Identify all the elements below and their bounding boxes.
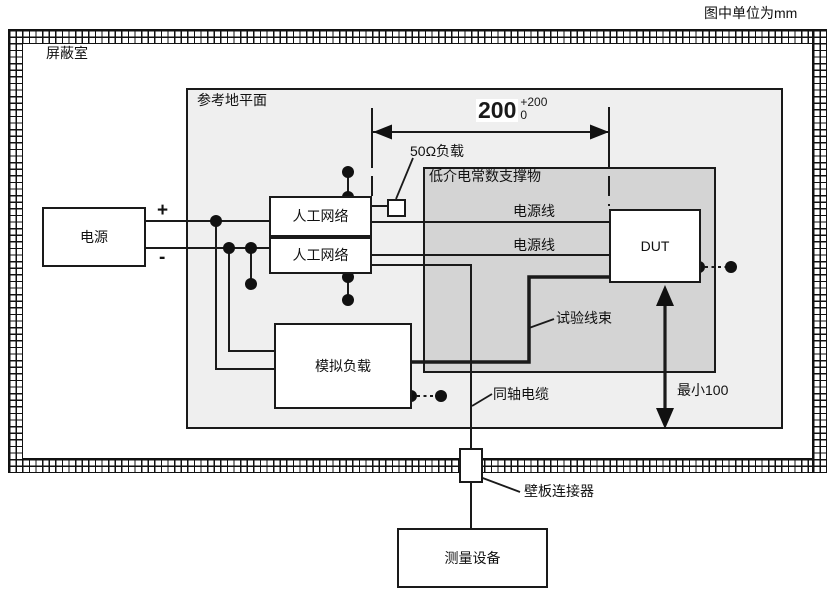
power-line-top-label: 电源线 — [513, 203, 555, 219]
bond-dot — [435, 390, 447, 402]
shield-room-wall-right — [812, 29, 827, 473]
junction-dot — [223, 242, 235, 254]
min-height-label: 最小100 — [677, 382, 729, 398]
artificial-network-top-box: 人工网络 — [269, 196, 372, 237]
pointer-50ohm — [395, 157, 414, 200]
shield-room-wall-bottom — [8, 458, 827, 473]
dimension-upper-tolerance: +200 — [520, 95, 548, 109]
minus-sign: - — [159, 247, 166, 268]
bond-dot — [245, 242, 257, 254]
test-harness-line — [411, 275, 610, 364]
shield-room-label: 屏蔽室 — [46, 45, 88, 61]
power-supply-box: 电源 — [42, 207, 146, 267]
dimension-arrowhead-left — [373, 124, 392, 140]
simulated-load-box: 模拟负载 — [274, 323, 412, 409]
dimension-arrowhead-right — [590, 124, 609, 140]
power-supply-label: 电源 — [80, 228, 108, 245]
bond-dot — [342, 166, 354, 178]
measuring-equipment-box: 测量设备 — [397, 528, 548, 588]
bond-dot — [245, 278, 257, 290]
wire-plus-drop — [215, 221, 277, 370]
artificial-network-bottom-box: 人工网络 — [269, 237, 372, 274]
measuring-equipment-label: 测量设备 — [444, 549, 501, 566]
plus-sign: + — [157, 200, 169, 221]
pointer-test-harness — [528, 318, 555, 329]
support-label: 低介电常数支撑物 — [429, 168, 541, 184]
bulkhead-connector-box — [459, 448, 483, 483]
load-50ohm-label: 50Ω负载 — [410, 143, 465, 159]
bond-dot — [342, 294, 354, 306]
bond-dot — [342, 271, 354, 283]
bulkhead-connector-label: 壁板连接器 — [524, 483, 594, 499]
artificial-network-bottom-label: 人工网络 — [292, 247, 349, 264]
dimension-value: 200 — [476, 97, 519, 123]
units-note: 图中单位为mm — [704, 5, 798, 21]
dut-label: DUT — [640, 237, 670, 254]
ground-plane-label: 参考地平面 — [197, 92, 267, 108]
dimension-tolerance: +200 0 — [520, 96, 547, 121]
coax-cable-line — [371, 264, 472, 528]
test-harness-label: 试验线束 — [556, 310, 612, 326]
wire-minus-drop — [228, 248, 277, 352]
power-line-bottom-label: 电源线 — [513, 237, 555, 253]
coax-cable-label: 同轴电缆 — [493, 386, 549, 402]
dimension-text: 200 +200 0 — [476, 96, 547, 123]
label-pointers — [395, 157, 555, 493]
pointer-coax — [471, 393, 493, 407]
min-height-arrowhead-down — [656, 408, 674, 429]
load-50ohm-box — [387, 199, 406, 217]
dimension-lower-tolerance: 0 — [520, 107, 528, 122]
shield-room-wall-top — [8, 29, 827, 44]
dimension-200 — [371, 107, 610, 206]
simulated-load-label: 模拟负载 — [315, 357, 371, 374]
bond-dot — [725, 261, 737, 273]
artificial-network-top-label: 人工网络 — [292, 208, 349, 225]
junction-dot — [210, 215, 222, 227]
dut-box: DUT — [609, 209, 701, 283]
pointer-bulkhead — [479, 476, 521, 493]
min-height-arrowhead-up — [656, 285, 674, 306]
shield-room-wall-left — [8, 29, 23, 473]
min-height-arrow — [656, 285, 674, 429]
